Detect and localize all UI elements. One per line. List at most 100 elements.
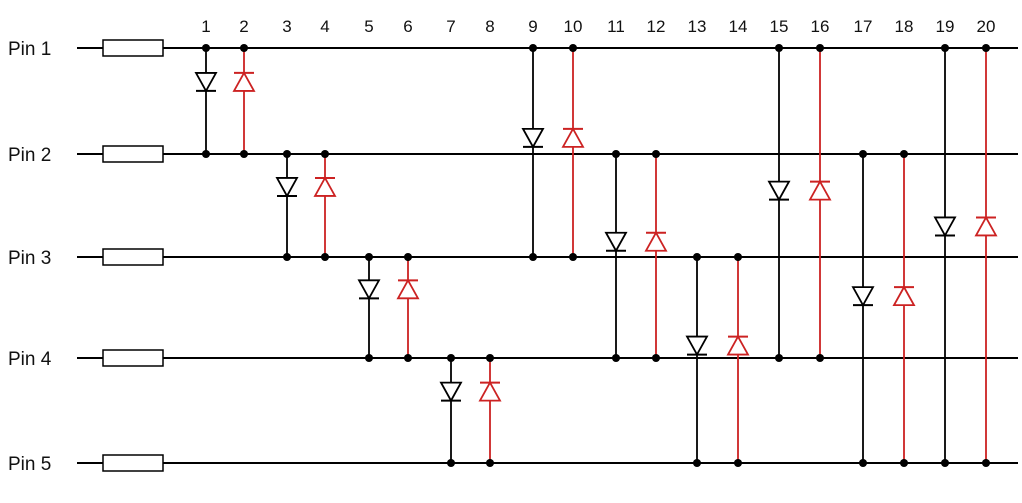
led-5 — [357, 253, 381, 362]
led-number-8: 8 — [485, 17, 494, 36]
led-number-6: 6 — [403, 17, 412, 36]
junction-dot — [404, 354, 412, 362]
diode-triangle — [313, 176, 337, 197]
junction-dot — [612, 354, 620, 362]
resistor — [102, 145, 164, 163]
led-2 — [232, 44, 256, 158]
led-number-12: 12 — [647, 17, 666, 36]
pin-row-3: Pin 3 — [8, 248, 1018, 269]
led-number-14: 14 — [729, 17, 748, 36]
junction-dot — [529, 44, 537, 52]
junction-dot — [652, 150, 660, 158]
led-4 — [313, 150, 337, 261]
diode-triangle — [726, 334, 750, 356]
diode-triangle — [478, 380, 502, 402]
led-3 — [275, 150, 299, 261]
junction-dot — [404, 253, 412, 261]
led-connections — [194, 44, 998, 467]
pin-label: Pin 2 — [8, 145, 51, 166]
led-number-7: 7 — [446, 17, 455, 36]
led-19 — [933, 44, 957, 467]
diode-triangle — [851, 286, 875, 307]
led-8 — [478, 354, 502, 467]
led-number-19: 19 — [936, 17, 955, 36]
junction-dot — [283, 253, 291, 261]
junction-dot — [900, 459, 908, 467]
junction-dot — [283, 150, 291, 158]
led-number-1: 1 — [201, 17, 210, 36]
junction-dot — [859, 150, 867, 158]
junction-dot — [447, 354, 455, 362]
led-number-16: 16 — [811, 17, 830, 36]
junction-dot — [447, 459, 455, 467]
diode-triangle — [974, 215, 998, 237]
pin-row-1: Pin 1 — [8, 39, 1018, 60]
diode-triangle — [767, 180, 791, 202]
led-number-13: 13 — [688, 17, 707, 36]
junction-dot — [734, 459, 742, 467]
diode-triangle — [275, 177, 299, 198]
led-number-17: 17 — [854, 17, 873, 36]
diode-triangle — [232, 71, 256, 92]
diode-triangle — [892, 285, 916, 307]
led-number-9: 9 — [528, 17, 537, 36]
pin-label: Pin 5 — [8, 454, 51, 475]
pin-row-5: Pin 5 — [8, 454, 1018, 475]
junction-dot — [941, 44, 949, 52]
led-6 — [396, 253, 420, 362]
led-13 — [685, 253, 709, 467]
pin-lines: Pin 1 Pin 2 Pin 3 Pin 4 Pin 5 — [8, 39, 1018, 475]
junction-dot — [486, 459, 494, 467]
led-number-11: 11 — [607, 17, 625, 36]
junction-dot — [816, 44, 824, 52]
led-number-3: 3 — [282, 17, 291, 36]
diode-triangle — [644, 230, 668, 252]
pin-label: Pin 3 — [8, 248, 51, 269]
diode-triangle — [808, 179, 832, 201]
led-18 — [892, 150, 916, 467]
resistor — [102, 454, 164, 472]
led-11 — [604, 150, 628, 362]
diode-triangle — [604, 231, 628, 253]
junction-dot — [612, 150, 620, 158]
junction-dot — [321, 253, 329, 261]
led-number-4: 4 — [320, 17, 329, 36]
led-10 — [561, 44, 585, 261]
junction-dot — [365, 354, 373, 362]
diode-triangle — [521, 127, 545, 149]
pin-label: Pin 4 — [8, 349, 52, 370]
led-7 — [439, 354, 463, 467]
junction-dot — [693, 253, 701, 261]
led-number-2: 2 — [239, 17, 248, 36]
junction-dot — [941, 459, 949, 467]
junction-dot — [486, 354, 494, 362]
led-17 — [851, 150, 875, 467]
led-12 — [644, 150, 668, 362]
resistor — [102, 248, 164, 266]
diode-triangle — [396, 278, 420, 300]
led-9 — [521, 44, 545, 261]
led-16 — [808, 44, 832, 362]
junction-dot — [775, 354, 783, 362]
junction-dot — [775, 44, 783, 52]
pin-row-4: Pin 4 — [8, 349, 1018, 370]
junction-dot — [569, 44, 577, 52]
led-number-15: 15 — [770, 17, 789, 36]
junction-dot — [652, 354, 660, 362]
resistor — [102, 39, 164, 57]
led-15 — [767, 44, 791, 362]
junction-dot — [982, 44, 990, 52]
led-14 — [726, 253, 750, 467]
diode-triangle — [194, 72, 218, 93]
junction-dot — [202, 44, 210, 52]
led-number-20: 20 — [977, 17, 996, 36]
led-1 — [194, 44, 218, 158]
diode-triangle — [357, 279, 381, 301]
junction-dot — [859, 459, 867, 467]
pin-row-2: Pin 2 — [8, 145, 1018, 166]
led-number-18: 18 — [895, 17, 914, 36]
diode-triangle — [561, 127, 585, 148]
junction-dot — [365, 253, 373, 261]
